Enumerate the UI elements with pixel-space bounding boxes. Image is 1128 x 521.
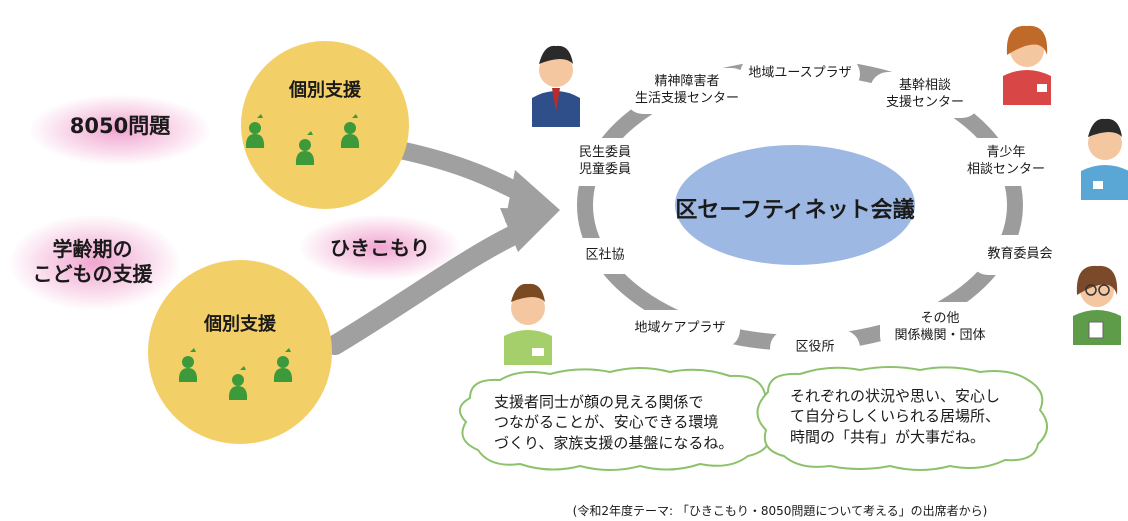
caption: (令和2年度テーマ: 「ひきこもり・8050問題について考える」の出席者から)	[572, 504, 988, 518]
node-social-welfare-council: 区社協	[585, 247, 625, 263]
node-youth-consultation: 青少年 相談センター	[966, 145, 1046, 177]
node-bg	[870, 72, 980, 118]
person-icon	[295, 131, 315, 165]
person-icon	[178, 348, 198, 382]
comment-left: 支援者同士が顔の見える関係で つながることが、安心できる環境 づくり、家族支援の…	[494, 393, 734, 452]
node-youth-plaza: 地域ユースプラザ	[748, 65, 852, 81]
node-bg	[770, 330, 860, 366]
issue-8050-label: 8050問題	[69, 114, 171, 138]
speech-bubble-right	[756, 366, 1048, 471]
node-board-of-education: 教育委員会	[987, 246, 1053, 262]
support-label-top: 個別支援	[289, 80, 361, 101]
man-suit-icon	[532, 45, 580, 127]
node-bg	[625, 68, 750, 114]
node-community-care-plaza: 地域ケアプラザ	[634, 320, 726, 336]
support-label-bottom: 個別支援	[204, 314, 276, 335]
node-bg	[740, 56, 860, 92]
support-circle-top	[241, 41, 409, 209]
comment-right: それぞれの状況や思い、安心し て自分らしくいられる居場所、 時間の「共有」が大事…	[790, 387, 1001, 446]
node-other-organizations: その他 関係機関・団体	[894, 311, 986, 343]
person-icon	[273, 348, 293, 382]
person-icon	[340, 114, 360, 148]
issue-school-age-label: 学齢期の こどもの支援	[32, 237, 153, 286]
center-ellipse	[675, 145, 915, 265]
woman-orange-icon	[1003, 25, 1051, 105]
node-bg	[880, 302, 1000, 354]
node-bg	[970, 235, 1070, 275]
node-bg	[560, 238, 650, 274]
arrow-bottom	[325, 208, 560, 355]
node-welfare-commissioners: 民生委員 児童委員	[578, 145, 632, 177]
node-bg	[560, 138, 650, 186]
woman-glasses-icon	[1073, 265, 1121, 345]
glow-school-age	[10, 215, 180, 310]
support-circle-bottom	[148, 260, 332, 444]
glow-8050	[30, 95, 210, 165]
node-core-consultation: 基幹相談 支援センター	[885, 78, 965, 110]
glow-hikikomori	[300, 215, 460, 280]
person-icon	[245, 114, 265, 148]
node-bg	[620, 310, 740, 348]
man-blue-icon	[1081, 118, 1128, 200]
issue-hikikomori-label: ひきこもり	[330, 236, 430, 260]
node-bg	[950, 138, 1062, 186]
person-icon	[228, 366, 248, 400]
node-mental-health-support: 精神障害者 生活支援センター	[634, 74, 740, 106]
man-green-icon	[504, 283, 552, 365]
center-label: 区セーフティネット会議	[675, 198, 915, 223]
node-ward-office: 区役所	[795, 339, 835, 355]
